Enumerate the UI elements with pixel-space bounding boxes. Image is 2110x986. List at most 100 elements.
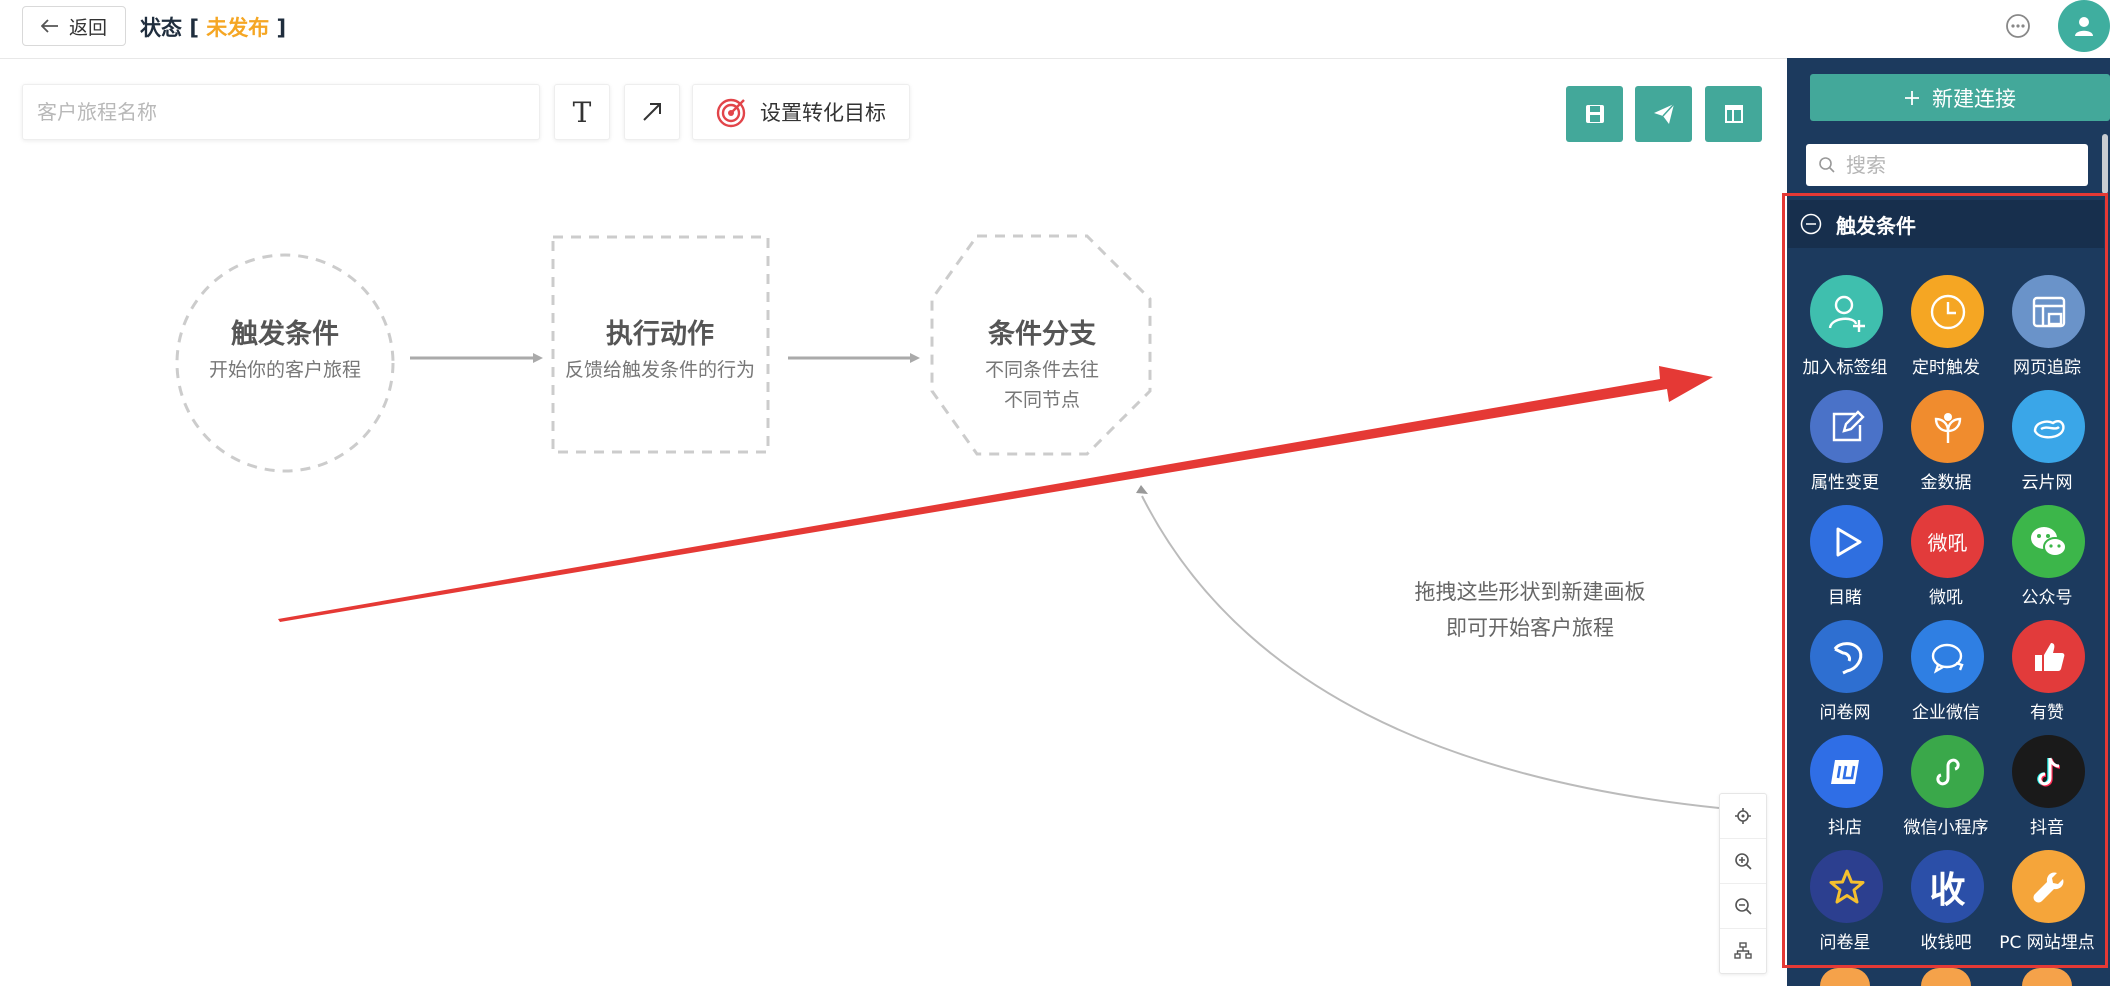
tile-jinshuju[interactable]: 金数据 bbox=[1896, 390, 1996, 500]
tile-label: 问卷星 bbox=[1819, 933, 1871, 953]
play-icon bbox=[1810, 505, 1883, 578]
search-icon bbox=[1819, 157, 1835, 173]
tile-label: 云片网 bbox=[2021, 473, 2073, 493]
tile-label: 公众号 bbox=[2021, 588, 2073, 608]
tile-wenjuanxing[interactable]: 问卷星 bbox=[1795, 850, 1895, 960]
zoom-in-icon bbox=[1735, 853, 1752, 870]
trigger-node-desc: 开始你的客户旅程 bbox=[208, 359, 361, 381]
tile-scheduled-trigger[interactable]: 定时触发 bbox=[1896, 275, 1996, 385]
publish-button[interactable] bbox=[1635, 86, 1692, 142]
zoom-out-button[interactable] bbox=[1720, 884, 1766, 929]
goal-label: 设置转化目标 bbox=[760, 101, 886, 125]
panel-scrollbar[interactable] bbox=[2102, 134, 2108, 194]
flow-diagram bbox=[175, 234, 1720, 809]
journey-name-input[interactable] bbox=[22, 84, 540, 140]
top-bar: 返回 状态 [ 未发布 ] bbox=[0, 0, 2110, 59]
arrow-diagonal-icon bbox=[643, 103, 661, 121]
tile-attribute-change[interactable]: 属性变更 bbox=[1795, 390, 1895, 500]
tile-label: 抖音 bbox=[2030, 818, 2064, 838]
set-conversion-goal-button[interactable]: 设置转化目标 bbox=[692, 84, 910, 140]
tile-wecom[interactable]: 企业微信 bbox=[1896, 620, 1996, 730]
avatar[interactable] bbox=[2058, 0, 2110, 52]
tile-add-tag-group[interactable]: 加入标签组 bbox=[1795, 275, 1895, 385]
plus-icon bbox=[1905, 90, 1919, 105]
back-button[interactable]: 返回 bbox=[22, 6, 126, 46]
wecom-icon bbox=[1911, 620, 1984, 693]
tile-youzan[interactable]: 有赞 bbox=[1997, 620, 2097, 730]
tile-shouqianba[interactable]: 收 收钱吧 bbox=[1896, 850, 1996, 960]
branch-node-desc-1: 不同条件去往 bbox=[984, 359, 1099, 381]
save-icon bbox=[1585, 105, 1604, 123]
text-tool-button[interactable]: T bbox=[554, 84, 610, 140]
next-row-tile-peek bbox=[1921, 968, 1971, 986]
drag-hint-line-2: 即可开始客户旅程 bbox=[1446, 616, 1614, 640]
connector-2-head bbox=[910, 353, 920, 363]
thumbs-up-icon bbox=[2012, 620, 2085, 693]
target-icon bbox=[716, 98, 746, 128]
mini-program-icon bbox=[1911, 735, 1984, 808]
message-icon[interactable] bbox=[2004, 12, 2032, 40]
tile-vhall[interactable]: 微吼 微吼 bbox=[1896, 505, 1996, 615]
star-icon bbox=[1810, 850, 1883, 923]
collapse-icon bbox=[1800, 213, 1822, 235]
tile-label: 加入标签组 bbox=[1802, 358, 1888, 378]
sitemap-icon bbox=[1734, 942, 1752, 959]
next-row-tile-peek bbox=[1820, 968, 1870, 986]
trigger-node-shape bbox=[175, 253, 395, 473]
vhall-icon: 微吼 bbox=[1911, 505, 1984, 578]
tile-official-account[interactable]: 公众号 bbox=[1997, 505, 2097, 615]
tile-label: PC 网站埋点 bbox=[1999, 933, 2095, 953]
tile-label: 定时触发 bbox=[1912, 358, 1980, 378]
layout-button[interactable] bbox=[1705, 86, 1762, 142]
status-label: 状态 bbox=[140, 16, 182, 40]
status-bracket-close: ] bbox=[276, 16, 287, 40]
search-input[interactable] bbox=[1844, 152, 2068, 178]
branch-node-desc-2: 不同节点 bbox=[1003, 389, 1080, 411]
shouqianba-logo-text: 收 bbox=[1929, 869, 1966, 911]
arrow-left-icon bbox=[40, 19, 58, 33]
shouqianba-icon: 收 bbox=[1911, 850, 1984, 923]
douyin-icon bbox=[2012, 735, 2085, 808]
tile-mini-program[interactable]: 微信小程序 bbox=[1896, 735, 1996, 845]
tile-wenjuan[interactable]: 问卷网 bbox=[1795, 620, 1895, 730]
jinshuju-icon bbox=[1911, 390, 1984, 463]
user-icon bbox=[2075, 17, 2093, 36]
status-badge: 未发布 bbox=[206, 16, 270, 40]
send-icon bbox=[1653, 103, 1675, 124]
text-tool-icon: T bbox=[572, 95, 592, 129]
trigger-node-title: 触发条件 bbox=[231, 319, 339, 350]
tile-label: 问卷网 bbox=[1819, 703, 1871, 723]
save-button[interactable] bbox=[1566, 86, 1623, 142]
tile-label: 有赞 bbox=[2030, 703, 2064, 723]
drag-hint-line-1: 拖拽这些形状到新建画板 bbox=[1414, 580, 1646, 604]
page-title: 状态 [ 未发布 ] bbox=[140, 12, 286, 42]
trigger-section-header[interactable]: 触发条件 bbox=[1788, 200, 2104, 248]
locate-button[interactable] bbox=[1720, 794, 1766, 839]
branch-node-title: 条件分支 bbox=[988, 319, 1096, 350]
action-node-title: 执行动作 bbox=[606, 319, 714, 350]
tile-label: 微信小程序 bbox=[1903, 818, 1989, 838]
search-box bbox=[1806, 144, 2088, 186]
tile-mudu[interactable]: 目睹 bbox=[1795, 505, 1895, 615]
trigger-section-title: 触发条件 bbox=[1836, 213, 1916, 238]
action-node-desc: 反馈给触发条件的行为 bbox=[564, 359, 755, 381]
tree-layout-button[interactable] bbox=[1720, 929, 1766, 973]
tile-doudian[interactable]: 抖店 bbox=[1795, 735, 1895, 845]
tile-yunpian[interactable]: 云片网 bbox=[1997, 390, 2097, 500]
wechat-icon bbox=[2012, 505, 2085, 578]
tile-web-tracking[interactable]: 网页追踪 bbox=[1997, 275, 2097, 385]
connector-1-head bbox=[533, 353, 543, 363]
back-label: 返回 bbox=[68, 16, 107, 39]
tile-pc-tracking[interactable]: PC 网站埋点 bbox=[1997, 850, 2097, 960]
hint-curve bbox=[1141, 495, 1720, 809]
new-connection-button[interactable]: 新建连接 bbox=[1810, 74, 2110, 121]
arrow-tool-button[interactable] bbox=[624, 84, 680, 140]
tile-label: 目睹 bbox=[1828, 588, 1862, 608]
locate-icon bbox=[1735, 808, 1751, 824]
zoom-in-button[interactable] bbox=[1720, 839, 1766, 884]
branch-node-shape bbox=[930, 234, 1152, 456]
wrench-icon bbox=[2012, 850, 2085, 923]
zoom-out-icon bbox=[1735, 898, 1752, 915]
edit-icon bbox=[1810, 390, 1883, 463]
tile-douyin[interactable]: 抖音 bbox=[1997, 735, 2097, 845]
